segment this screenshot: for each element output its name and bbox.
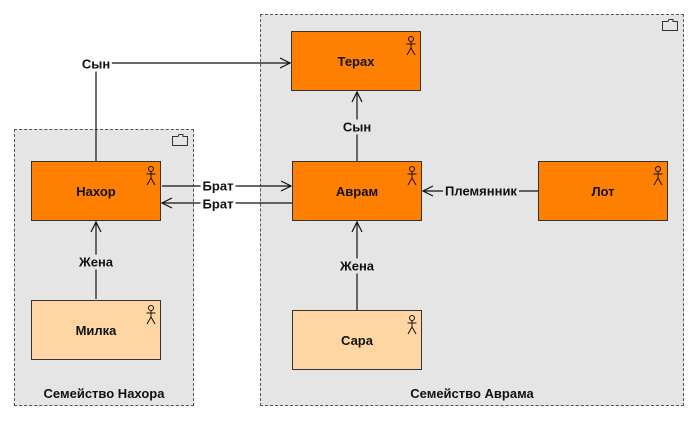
person-label: Милка (75, 322, 117, 338)
actor-icon (406, 36, 416, 56)
person-lot[interactable]: Лот (538, 161, 668, 221)
person-nahor[interactable]: Нахор (31, 161, 161, 221)
folder-icon (172, 134, 188, 146)
folder-icon (662, 19, 678, 31)
package-nahor-family-label: Семейство Нахора (43, 386, 165, 401)
actor-icon (146, 166, 156, 186)
arrowhead-nahor-right (160, 197, 173, 209)
edge-label-lot-avram: Племянник (443, 183, 519, 199)
actor-icon (146, 305, 156, 325)
edge-nahor-terah (95, 62, 290, 162)
person-label: Лот (591, 183, 615, 199)
person-avram[interactable]: Аврам (292, 161, 422, 221)
person-label: Терах (337, 53, 375, 69)
actor-icon (407, 166, 417, 186)
person-label: Аврам (335, 183, 379, 199)
person-label: Сара (341, 332, 373, 348)
arrowhead-avram-bottom (351, 220, 363, 233)
person-terah[interactable]: Терах (291, 31, 421, 91)
person-milka[interactable]: Милка (31, 300, 161, 360)
arrowhead-terah-left (279, 57, 292, 69)
person-label: Нахор (76, 183, 116, 199)
edge-label-avram-terah: Сын (340, 119, 374, 135)
edge-label-sara-avram: Жена (337, 258, 377, 274)
package-avram-family-label: Семейство Аврама (410, 386, 534, 401)
person-sara[interactable]: Сара (292, 310, 422, 370)
arrowhead-avram-right (421, 185, 434, 197)
edge-label-nahor-avram: Брат (200, 178, 236, 194)
edge-label-avram-nahor: Брат (200, 196, 236, 212)
arrowhead-terah-bottom (351, 90, 363, 103)
arrowhead-avram-left (280, 180, 293, 192)
actor-icon (653, 166, 663, 186)
edge-label-milka-nahor: Жена (76, 254, 116, 270)
edge-label-nahor-terah: Сын (79, 56, 113, 72)
actor-icon (407, 315, 417, 335)
arrowhead-nahor-bottom (90, 220, 102, 233)
